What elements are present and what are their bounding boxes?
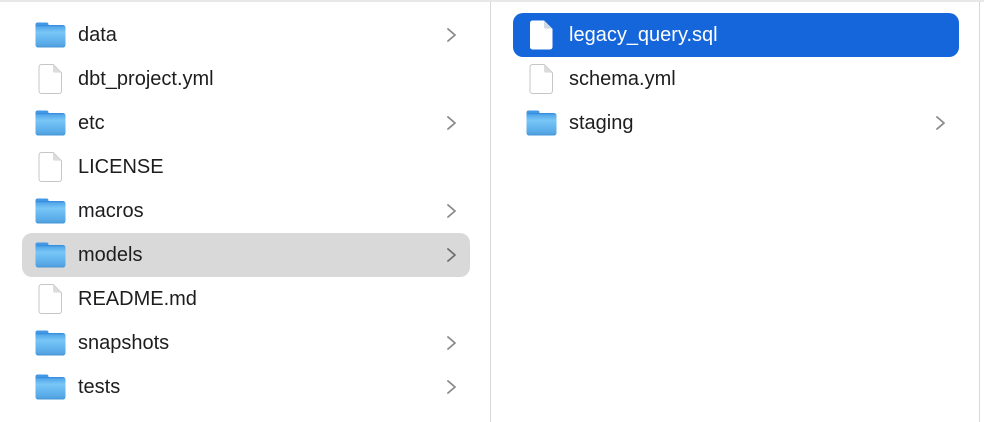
list-item-macros[interactable]: macros [22,189,470,233]
blue-folder-icon [526,110,556,136]
finder-column-models: legacy_query.sql schema.yml staging [491,2,980,422]
list-item-models[interactable]: models [22,233,470,277]
item-label: schema.yml [569,67,676,90]
list-item-legacy-query-sql[interactable]: legacy_query.sql [513,13,959,57]
document-icon [38,284,62,314]
chevron-right-icon [438,246,457,264]
list-item-etc[interactable]: etc [22,101,470,145]
item-label: LICENSE [78,155,164,178]
document-icon [38,152,62,182]
chevron-right-icon [438,26,457,44]
item-label: data [78,23,117,46]
chevron-right-icon [438,378,457,396]
list-item-tests[interactable]: tests [22,365,470,409]
chevron-right-icon [438,114,457,132]
item-label: snapshots [78,331,170,354]
list-item-license[interactable]: LICENSE [22,145,470,189]
item-label: legacy_query.sql [569,23,718,46]
blue-folder-icon [35,330,65,356]
list-item-schema-yml[interactable]: schema.yml [513,57,959,101]
list-item-data[interactable]: data [22,13,470,57]
item-label: staging [569,111,634,134]
item-label: models [78,243,143,266]
document-icon [530,20,553,50]
document-icon [529,64,553,94]
blue-folder-icon [35,242,65,268]
list-item-readme-md[interactable]: README.md [22,277,470,321]
chevron-right-icon [927,114,946,132]
list-item-snapshots[interactable]: snapshots [22,321,470,365]
item-label: macros [78,199,144,222]
blue-folder-icon [35,22,65,48]
item-label: etc [78,111,105,134]
blue-folder-icon [35,198,65,224]
finder-column-parent: data dbt_project.yml etc LICENSE macros … [0,2,491,422]
blue-folder-icon [35,110,65,136]
list-item-staging[interactable]: staging [513,101,959,145]
item-label: dbt_project.yml [78,67,214,90]
blue-folder-icon [35,374,65,400]
item-label: tests [78,375,121,398]
chevron-right-icon [438,334,457,352]
item-label: README.md [78,287,197,310]
list-item-dbt-project-yml[interactable]: dbt_project.yml [22,57,470,101]
chevron-right-icon [438,202,457,220]
document-icon [38,64,62,94]
